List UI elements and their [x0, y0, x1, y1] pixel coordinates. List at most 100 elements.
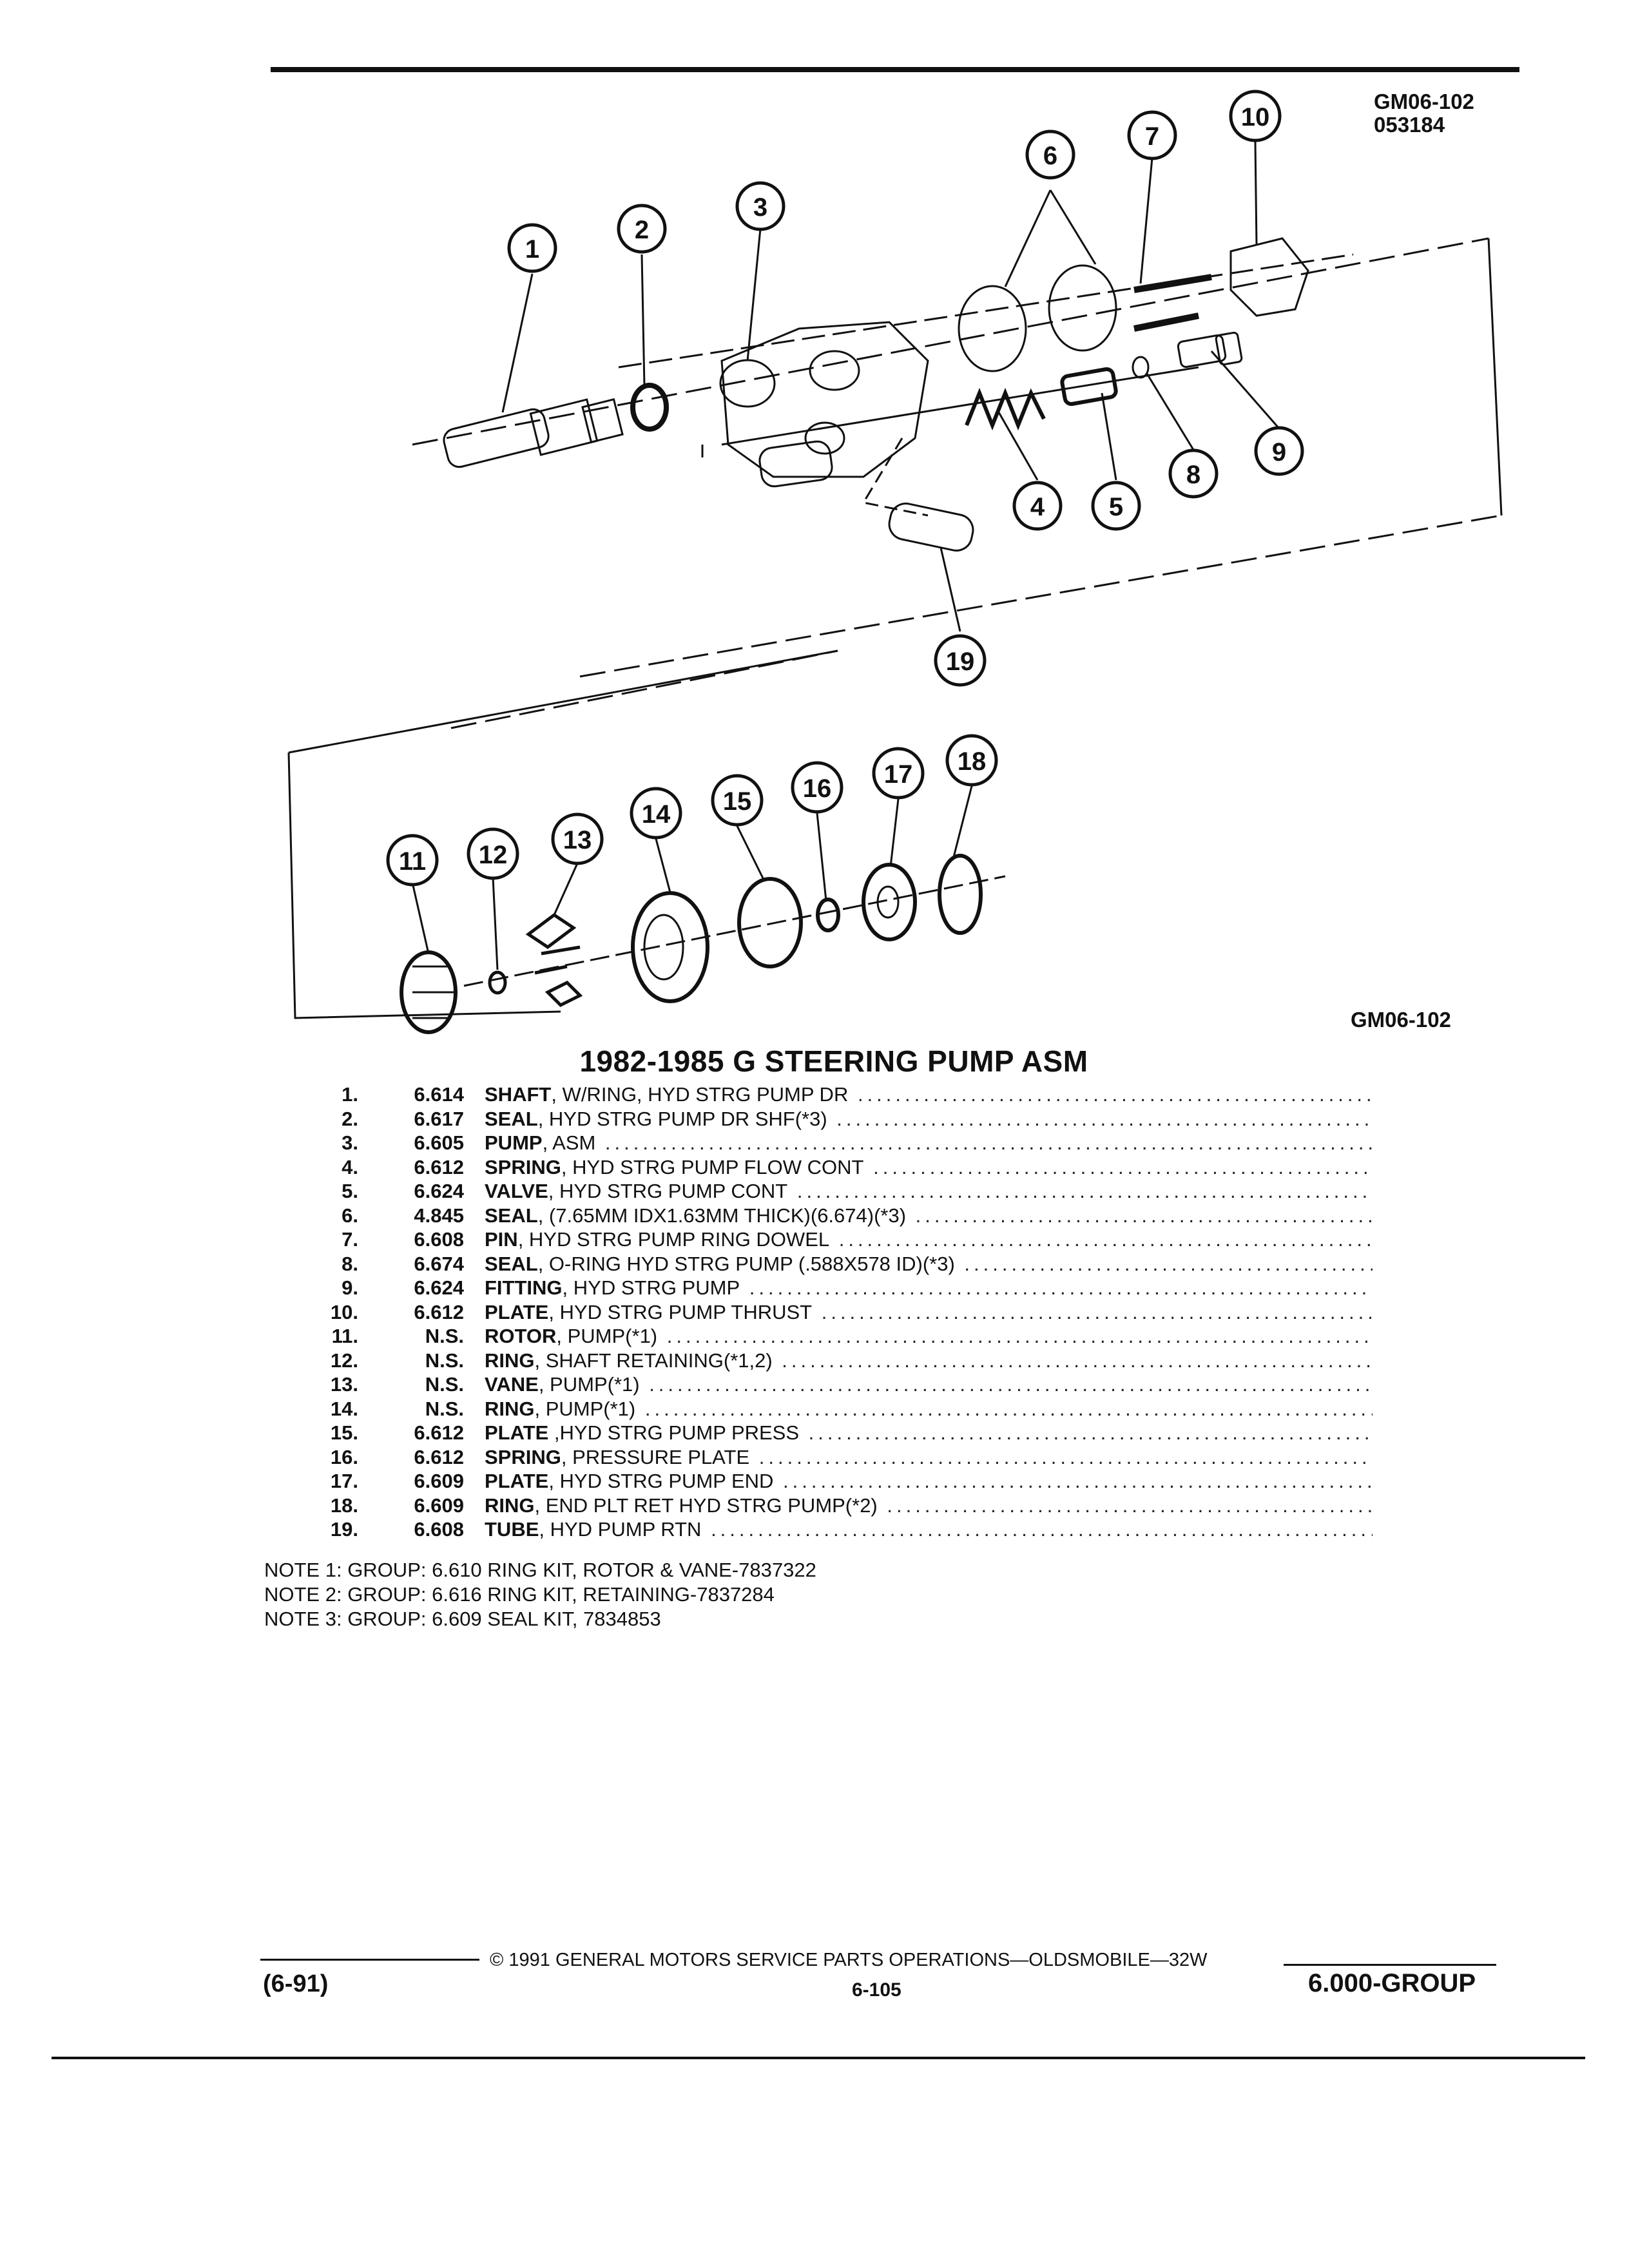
mid-axis — [721, 366, 1199, 446]
part-description: PIN, HYD STRG PUMP RING DOWEL ..........… — [485, 1227, 1373, 1252]
part-detail: , HYD STRG PUMP CONT — [548, 1180, 788, 1202]
callout-circle — [551, 812, 604, 865]
callout-17: 17 — [884, 760, 913, 789]
part-description: ROTOR, PUMP(*1) ........................… — [485, 1324, 1373, 1349]
part-name: SEAL — [485, 1252, 538, 1275]
part-description: PUMP, ASM ..............................… — [485, 1131, 1373, 1155]
part-group: 6.624 — [414, 1276, 464, 1299]
note-2: NOTE 2: GROUP: 6.616 RING KIT, RETAINING… — [264, 1583, 775, 1606]
part-number: 15. — [330, 1421, 358, 1444]
part-name: RING — [485, 1397, 535, 1420]
callout-circle — [1127, 110, 1177, 160]
pressure-plate-part — [737, 877, 803, 968]
lower-box — [287, 649, 838, 1019]
part-description: SPRING, HYD STRG PUMP FLOW CONT ........… — [485, 1155, 1373, 1180]
footer-rule-left — [260, 1959, 479, 1961]
part-number: 13. — [330, 1373, 358, 1396]
footer-rule-right — [1284, 1964, 1496, 1966]
part-number: 1. — [342, 1083, 358, 1106]
dowel-pin-b — [1133, 312, 1199, 332]
part-group: 6.674 — [414, 1252, 464, 1275]
footer-group: 6.000-GROUP — [1308, 1969, 1476, 1997]
break-line — [862, 437, 929, 517]
callout-circles — [386, 90, 1304, 887]
callout-circle — [1254, 426, 1304, 476]
callout-circle — [1168, 448, 1219, 499]
callout-7: 7 — [1145, 122, 1159, 151]
note-1: NOTE 1: GROUP: 6.610 RING KIT, ROTOR & V… — [264, 1559, 816, 1581]
part-description: FITTING, HYD STRG PUMP .................… — [485, 1276, 1373, 1300]
part-number: 16. — [330, 1445, 358, 1468]
part-number: 2. — [342, 1107, 358, 1130]
flow-control-spring-part — [965, 387, 1046, 431]
callout-circle — [1091, 481, 1141, 531]
part-number: 18. — [330, 1494, 358, 1517]
footer-revision: (6-91) — [263, 1970, 329, 1997]
leader-dots: ........................................… — [644, 1397, 1373, 1420]
leader-lines — [411, 141, 1280, 970]
return-tube-part — [888, 503, 974, 552]
part-detail: , HYD PUMP RTN — [539, 1518, 702, 1541]
part-name: PLATE — [485, 1300, 549, 1323]
callout-6: 6 — [1043, 142, 1057, 170]
part-description: SEAL, HYD STRG PUMP DR SHF(*3) .........… — [485, 1107, 1373, 1131]
control-valve-part — [1060, 367, 1118, 407]
part-name: FITTING — [485, 1276, 563, 1299]
leader-dots: ........................................… — [915, 1204, 1373, 1227]
o-ring-part — [1132, 356, 1150, 379]
part-description: SEAL, O-RING HYD STRG PUMP (.588X578 ID)… — [485, 1252, 1373, 1276]
shaft-seal-part — [630, 383, 669, 432]
part-description: TUBE, HYD PUMP RTN .....................… — [485, 1517, 1373, 1542]
exploded-parts-diagram: 1 2 3 4 5 6 7 8 9 10 11 12 13 14 15 16 1… — [287, 90, 1503, 1034]
callout-10: 10 — [1241, 103, 1270, 131]
part-group: 6.608 — [414, 1518, 464, 1541]
callout-circle — [630, 787, 682, 840]
part-name: RING — [485, 1494, 535, 1517]
part-group: 6.617 — [414, 1107, 464, 1130]
end-plate-inner — [876, 885, 900, 919]
part-group: 6.624 — [414, 1180, 464, 1202]
part-name: PLATE — [485, 1421, 549, 1444]
part-number: 3. — [342, 1131, 358, 1154]
callout-circle — [507, 223, 557, 273]
part-detail: , HYD STRG PUMP END — [548, 1470, 774, 1492]
callout-circle — [934, 634, 987, 687]
callout-circle — [386, 834, 439, 887]
callout-19: 19 — [946, 648, 975, 676]
part-description: SHAFT, W/RING, HYD STRG PUMP DR ........… — [485, 1082, 1373, 1107]
retaining-ring-part — [488, 970, 507, 995]
leader-dots: ........................................… — [711, 1518, 1373, 1541]
leader-dots: ........................................… — [857, 1083, 1373, 1106]
seal-ring-b — [1048, 264, 1117, 352]
callout-circle — [1025, 130, 1075, 180]
leader-dots: ........................................… — [838, 1228, 1373, 1251]
callout-18: 18 — [958, 747, 987, 776]
part-name: SPRING — [485, 1155, 561, 1178]
part-detail: , HYD STRG PUMP DR SHF(*3) — [537, 1107, 827, 1130]
leader-dots: ........................................… — [749, 1276, 1373, 1299]
callout-circle — [735, 181, 786, 231]
part-group: 6.609 — [414, 1470, 464, 1492]
part-number: 14. — [330, 1397, 358, 1420]
thrust-plate-part — [1229, 237, 1309, 317]
figure-code: GM06-102 — [1351, 1008, 1451, 1032]
parts-row: 11.N.S.ROTOR, PUMP(*1) .................… — [284, 1324, 1373, 1349]
parts-row: 14.N.S.RING, PUMP(*1) ..................… — [284, 1397, 1373, 1421]
upper-box-top — [412, 237, 1489, 446]
seal-ring-a — [958, 285, 1027, 372]
part-name: PLATE — [485, 1470, 549, 1492]
part-name: SPRING — [485, 1445, 561, 1468]
part-number: 17. — [330, 1470, 358, 1492]
part-number: 7. — [342, 1228, 358, 1251]
upper-axis — [618, 253, 1354, 369]
part-detail: , W/RING, HYD STRG PUMP DR — [551, 1083, 849, 1106]
